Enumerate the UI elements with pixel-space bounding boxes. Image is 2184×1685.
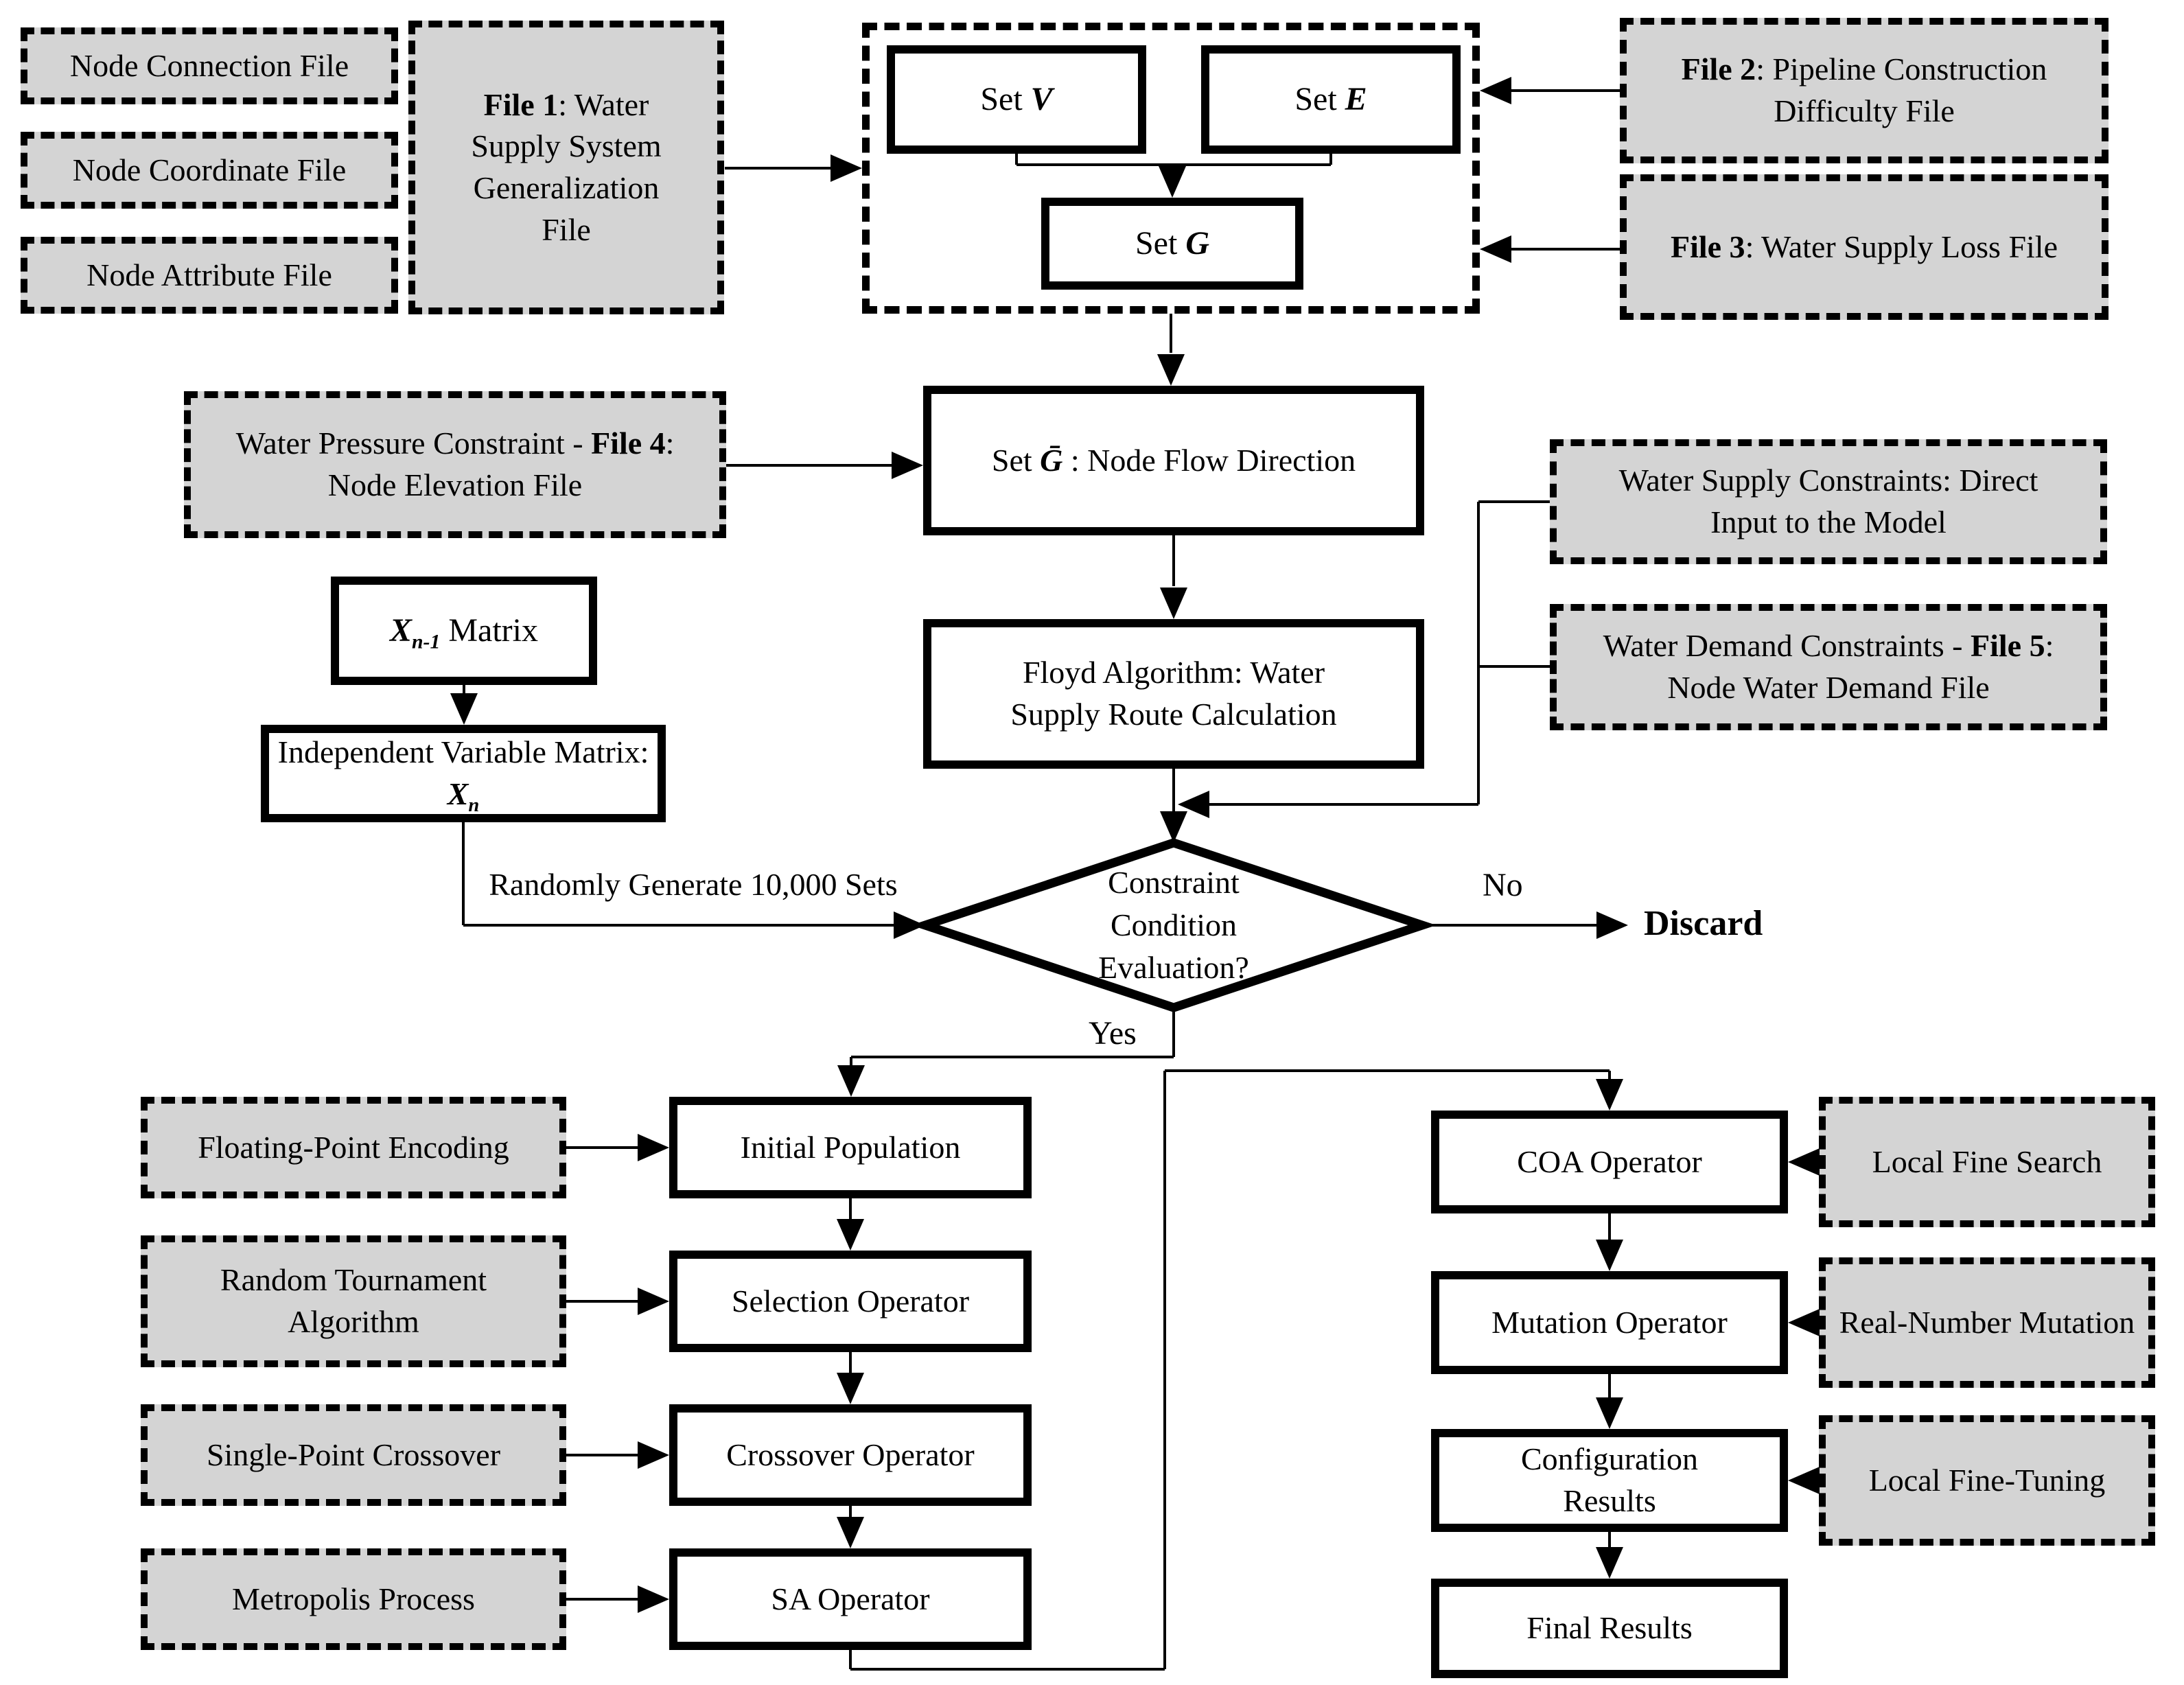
decision-line3: Evaluation? xyxy=(1098,950,1249,986)
box-random-tournament: Random Tournament Algorithm xyxy=(141,1235,566,1367)
box-node-coordinate-file-label: Node Coordinate File xyxy=(72,152,347,187)
box-wd-constraints-label: Water Demand Constraints - File 5: Node … xyxy=(1603,628,2054,705)
box-real-number-mutation: Real-Number Mutation xyxy=(1819,1257,2155,1388)
label-yes: Yes xyxy=(1089,1015,1137,1051)
box-configuration-label: Configuration Results xyxy=(1520,1441,1699,1518)
box-ivm-label: Independent Variable Matrix: Xn xyxy=(277,734,649,817)
box-file3: File 3: Water Supply Loss File xyxy=(1620,174,2109,320)
box-set-g-label: Set G xyxy=(1135,225,1209,262)
box-independent-variable-matrix: Independent Variable Matrix: Xn xyxy=(261,725,666,822)
box-file3-label: File 3: Water Supply Loss File xyxy=(1670,229,2058,264)
box-node-attribute-file-label: Node Attribute File xyxy=(86,257,332,292)
box-floating-point-label: Floating-Point Encoding xyxy=(198,1129,509,1165)
box-configuration-results: Configuration Results xyxy=(1431,1429,1788,1532)
box-file1-label: File 1: Water Supply System Generalizati… xyxy=(471,86,662,247)
label-discard: Discard xyxy=(1644,904,1763,943)
box-floating-point-encoding: Floating-Point Encoding xyxy=(141,1097,566,1198)
decision-line2: Condition xyxy=(1110,907,1238,942)
box-water-demand-constraints: Water Demand Constraints - File 5: Node … xyxy=(1550,604,2107,730)
box-file4-water-pressure: Water Pressure Constraint - File 4: Node… xyxy=(184,391,726,538)
box-coa-operator: COA Operator xyxy=(1431,1111,1788,1213)
box-file2: File 2: Pipeline Construction Difficulty… xyxy=(1620,18,2109,163)
box-xn1-label: Xn-1 Matrix xyxy=(390,612,538,653)
box-sa-label: SA Operator xyxy=(771,1581,930,1616)
box-selection-operator: Selection Operator xyxy=(669,1251,1032,1352)
box-crossover-label: Crossover Operator xyxy=(726,1437,975,1472)
box-local-fine-search-label: Local Fine Search xyxy=(1872,1143,2102,1179)
box-node-attribute-file: Node Attribute File xyxy=(21,237,398,314)
box-sa-operator: SA Operator xyxy=(669,1548,1032,1650)
box-ws-constraints-label: Water Supply Constraints: Direct Input t… xyxy=(1618,463,2038,539)
box-xn1-matrix: Xn-1 Matrix xyxy=(331,577,597,685)
box-final-results-label: Final Results xyxy=(1526,1610,1693,1646)
box-final-results: Final Results xyxy=(1431,1579,1788,1678)
box-mutation-label: Mutation Operator xyxy=(1491,1304,1728,1340)
box-water-supply-constraints: Water Supply Constraints: Direct Input t… xyxy=(1550,439,2107,564)
box-floyd-label: Floyd Algorithm: Water Supply Route Calc… xyxy=(1010,655,1337,732)
box-selection-label: Selection Operator xyxy=(731,1283,970,1318)
box-mutation-operator: Mutation Operator xyxy=(1431,1271,1788,1374)
box-local-fine-tuning: Local Fine-Tuning xyxy=(1819,1415,2155,1546)
box-node-coordinate-file: Node Coordinate File xyxy=(21,132,398,209)
box-file2-label: File 2: Pipeline Construction Difficulty… xyxy=(1681,51,2047,128)
decision-line1: Constraint xyxy=(1108,864,1240,900)
group-graph-sets xyxy=(862,23,1480,314)
box-initial-population-label: Initial Population xyxy=(740,1129,961,1165)
box-local-fine-tuning-label: Local Fine-Tuning xyxy=(1868,1462,2106,1498)
box-file1: File 1: Water Supply System Generalizati… xyxy=(408,21,724,314)
box-set-e: Set E xyxy=(1201,45,1461,154)
label-no: No xyxy=(1483,867,1523,903)
box-random-tournament-label: Random Tournament Algorithm xyxy=(220,1262,487,1339)
decision-constraint-evaluation: Constraint Condition Evaluation? xyxy=(1002,859,1345,991)
box-initial-population: Initial Population xyxy=(669,1097,1032,1198)
box-node-connection-file: Node Connection File xyxy=(21,27,398,104)
box-floyd-algorithm: Floyd Algorithm: Water Supply Route Calc… xyxy=(923,619,1424,769)
box-set-v: Set V xyxy=(887,45,1146,154)
box-crossover-operator: Crossover Operator xyxy=(669,1404,1032,1506)
box-real-number-mutation-label: Real-Number Mutation xyxy=(1839,1304,2135,1340)
box-node-connection-file-label: Node Connection File xyxy=(69,47,349,83)
box-metropolis-process: Metropolis Process xyxy=(141,1548,566,1650)
box-set-gbar-node-flow: Set Ḡ : Node Flow Direction xyxy=(923,386,1424,535)
box-set-g: Set G xyxy=(1041,198,1303,290)
box-single-point-label: Single-Point Crossover xyxy=(206,1437,501,1472)
box-set-e-label: Set E xyxy=(1294,81,1367,118)
box-set-v-label: Set V xyxy=(980,81,1053,118)
box-metropolis-label: Metropolis Process xyxy=(232,1581,475,1616)
box-single-point-crossover: Single-Point Crossover xyxy=(141,1404,566,1506)
label-randomly-generate: Randomly Generate 10,000 Sets xyxy=(489,867,898,902)
box-set-gbar-label: Set Ḡ : Node Flow Direction xyxy=(991,442,1356,478)
box-local-fine-search: Local Fine Search xyxy=(1819,1097,2155,1227)
box-file4-label: Water Pressure Constraint - File 4: Node… xyxy=(235,426,675,502)
box-coa-label: COA Operator xyxy=(1517,1143,1702,1179)
